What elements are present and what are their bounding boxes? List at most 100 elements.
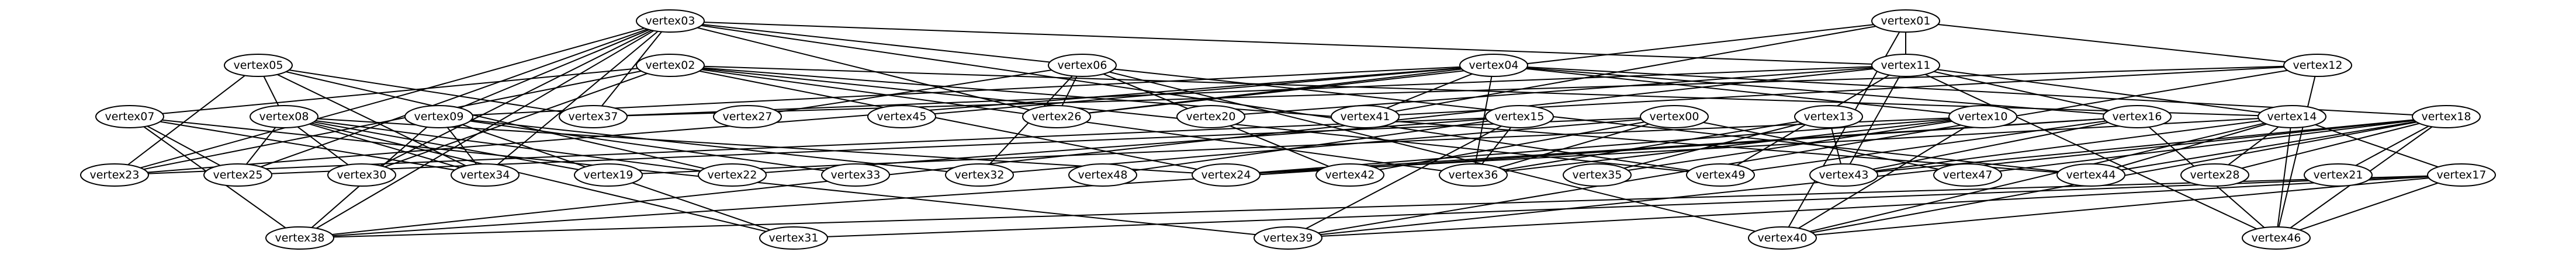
node-vertex45: vertex45 <box>867 105 936 128</box>
node-vertex37: vertex37 <box>559 105 628 128</box>
edge-vertex14-vertex40 <box>1782 116 2293 239</box>
node-label: vertex10 <box>1958 110 2008 123</box>
node-vertex30: vertex30 <box>327 163 396 187</box>
node-label: vertex05 <box>234 59 283 72</box>
node-vertex38: vertex38 <box>265 226 334 250</box>
node-vertex26: vertex26 <box>1022 105 1091 128</box>
node-label: vertex18 <box>2422 110 2471 123</box>
edge-vertex08-vertex34 <box>283 116 486 176</box>
node-ellipse <box>95 105 164 128</box>
edge-vertex14-vertex46 <box>2276 116 2293 239</box>
edge-vertex14-vertex24 <box>1225 116 2293 176</box>
edge-vertex09-vertex32 <box>438 116 980 176</box>
node-vertex41: vertex41 <box>1331 105 1400 128</box>
node-vertex18: vertex18 <box>2412 105 2481 128</box>
node-ellipse <box>2304 163 2373 187</box>
node-label: vertex38 <box>275 232 325 244</box>
node-label: vertex22 <box>708 169 757 181</box>
edge-vertex02-vertex23 <box>114 65 671 176</box>
node-vertex07: vertex07 <box>95 105 164 128</box>
node-ellipse <box>1331 105 1400 128</box>
edge-vertex00-vertex36 <box>1473 116 1675 176</box>
node-vertex33: vertex33 <box>821 163 890 187</box>
node-vertex25: vertex25 <box>203 163 272 187</box>
edge-vertex03-vertex49 <box>670 20 1721 176</box>
node-label: vertex28 <box>2190 169 2240 181</box>
edge-vertex04-vertex45 <box>901 65 1494 117</box>
node-ellipse <box>759 226 828 250</box>
node-vertex09: vertex09 <box>404 105 473 128</box>
node-vertex02: vertex02 <box>636 54 705 77</box>
node-ellipse <box>404 105 473 128</box>
node-ellipse <box>1871 9 1940 33</box>
node-label: vertex43 <box>1819 169 1869 181</box>
node-ellipse <box>1686 163 1755 187</box>
edge-vertex03-vertex25 <box>237 20 671 176</box>
node-label: vertex48 <box>1078 169 1128 181</box>
node-ellipse <box>1871 54 1940 77</box>
node-vertex27: vertex27 <box>713 105 782 128</box>
node-vertex34: vertex34 <box>451 163 520 187</box>
edge-vertex14-vertex44 <box>2090 116 2293 176</box>
edge-vertex05-vertex22 <box>258 65 733 176</box>
node-label: vertex35 <box>1573 169 1622 181</box>
node-ellipse <box>1485 105 1554 128</box>
node-vertex05: vertex05 <box>224 54 293 77</box>
edge-vertex03-vertex23 <box>114 20 671 176</box>
edge-vertex08-vertex19 <box>283 116 609 176</box>
node-vertex16: vertex16 <box>2103 105 2172 128</box>
node-ellipse <box>1794 105 1863 128</box>
edge-vertex06-vertex40 <box>1082 65 1783 239</box>
edge-vertex08-vertex31 <box>283 116 794 239</box>
node-label: vertex26 <box>1032 110 1082 123</box>
node-label: vertex31 <box>769 232 819 244</box>
edge-vertex04-vertex23 <box>114 65 1494 176</box>
node-label: vertex41 <box>1341 110 1390 123</box>
edge-vertex06-vertex27 <box>747 65 1083 117</box>
node-ellipse <box>713 105 782 128</box>
edge-vertex12-vertex46 <box>2276 65 2318 239</box>
node-ellipse <box>2180 163 2249 187</box>
edge-vertex11-vertex37 <box>593 65 1906 117</box>
node-label: vertex00 <box>1650 110 1699 123</box>
edge-vertex04-vertex26 <box>1056 65 1494 117</box>
node-vertex47: vertex47 <box>1933 163 2002 187</box>
node-ellipse <box>574 163 643 187</box>
node-vertex08: vertex08 <box>250 105 318 128</box>
node-label: vertex08 <box>259 110 309 123</box>
node-ellipse <box>559 105 628 128</box>
node-label: vertex30 <box>337 169 387 181</box>
edge-vertex03-vertex11 <box>670 20 1906 66</box>
node-vertex49: vertex49 <box>1686 163 1755 187</box>
node-label: vertex39 <box>1263 232 1313 244</box>
edge-vertex01-vertex12 <box>1905 20 2318 66</box>
node-ellipse <box>2103 105 2172 128</box>
node-label: vertex17 <box>2437 169 2487 181</box>
node-ellipse <box>1254 226 1322 250</box>
node-label: vertex02 <box>646 59 695 72</box>
node-label: vertex06 <box>1058 59 1107 72</box>
node-vertex06: vertex06 <box>1048 54 1117 77</box>
node-vertex31: vertex31 <box>759 226 828 250</box>
edge-vertex14-vertex43 <box>1843 116 2293 176</box>
node-ellipse <box>1640 105 1709 128</box>
node-ellipse <box>2283 54 2352 77</box>
node-label: vertex07 <box>105 110 155 123</box>
node-label: vertex20 <box>1186 110 1236 123</box>
node-vertex11: vertex11 <box>1871 54 1940 77</box>
node-label: vertex19 <box>584 169 633 181</box>
edge-vertex10-vertex35 <box>1597 116 1983 176</box>
node-ellipse <box>327 163 396 187</box>
node-ellipse <box>250 105 318 128</box>
node-label: vertex44 <box>2066 169 2116 181</box>
edge-vertex04-vertex10 <box>1493 65 1983 117</box>
edge-vertex11-vertex46 <box>1905 65 2277 239</box>
node-label: vertex34 <box>461 169 510 181</box>
node-ellipse <box>1176 105 1245 128</box>
node-ellipse <box>203 163 272 187</box>
node-ellipse <box>80 163 149 187</box>
node-ellipse <box>867 105 936 128</box>
node-vertex17: vertex17 <box>2427 163 2496 187</box>
edge-vertex02-vertex07 <box>129 65 671 117</box>
node-label: vertex03 <box>646 15 695 27</box>
